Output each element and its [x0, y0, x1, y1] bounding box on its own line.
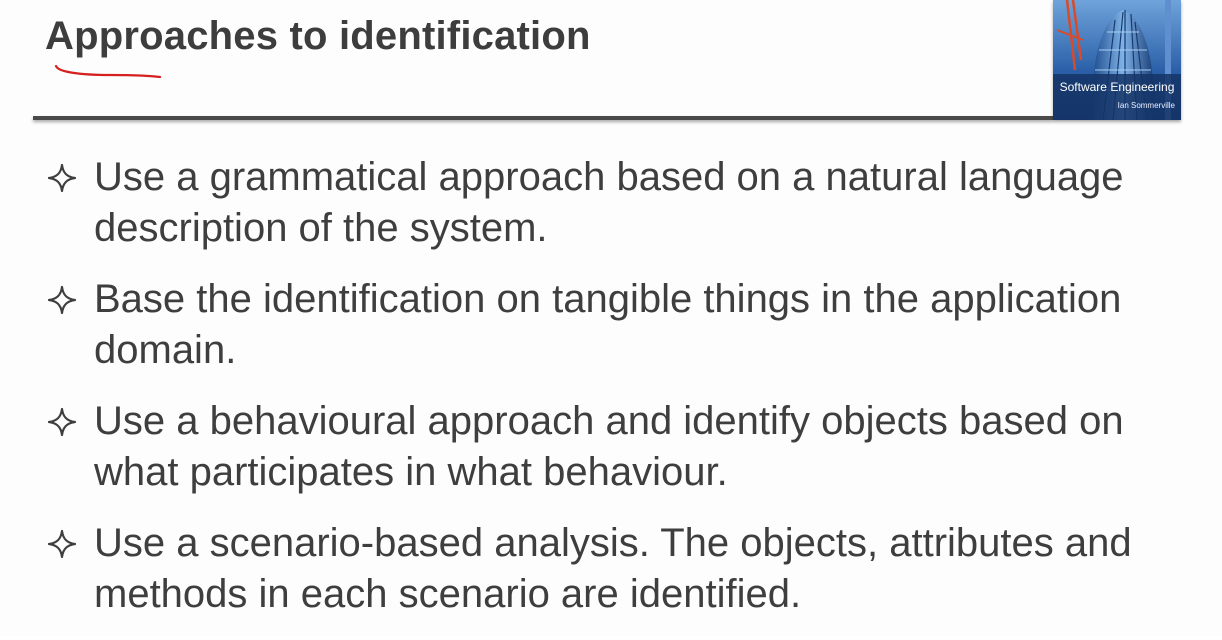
slide-title: Approaches to identification [45, 14, 591, 58]
book-cover-title: Software Engineering [1059, 80, 1175, 94]
bullet-item: Use a behavioural approach and identify … [46, 396, 1196, 498]
bullet-item: Use a grammatical approach based on a na… [46, 152, 1196, 254]
four-point-star-outline-icon [47, 529, 77, 559]
handwritten-underline [54, 64, 162, 79]
bullet-list: Use a grammatical approach based on a na… [46, 152, 1196, 640]
bullet-text: Base the identification on tangible thin… [94, 277, 1122, 372]
book-cover-image: Software Engineering Ian Sommerville [1053, 0, 1181, 120]
bullet-item: Base the identification on tangible thin… [46, 274, 1196, 376]
four-point-star-outline-icon [47, 285, 77, 315]
bullet-text: Use a behavioural approach and identify … [94, 399, 1124, 494]
bullet-item: Use a scenario-based analysis. The objec… [46, 518, 1196, 620]
book-cover-author: Ian Sommerville [1117, 101, 1175, 110]
four-point-star-outline-icon [47, 163, 77, 193]
four-point-star-outline-icon [47, 407, 77, 437]
title-divider [33, 116, 1053, 120]
bullet-text: Use a grammatical approach based on a na… [94, 155, 1124, 250]
bullet-text: Use a scenario-based analysis. The objec… [94, 521, 1132, 616]
